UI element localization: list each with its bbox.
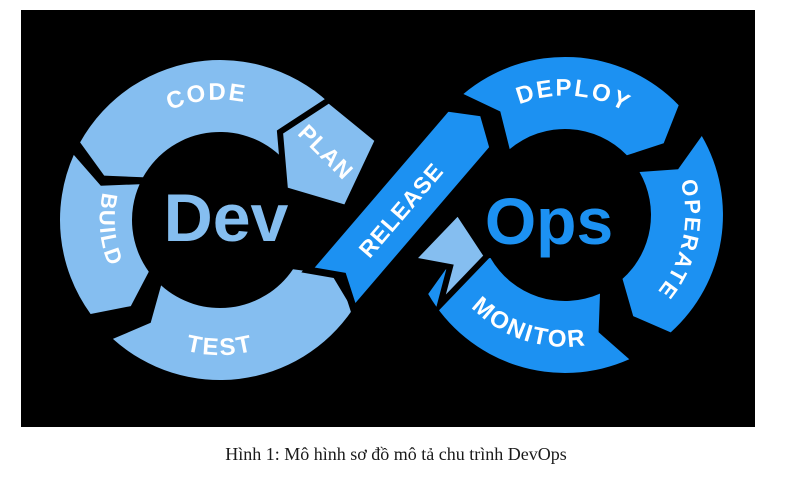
build-segment [60, 154, 149, 314]
test-segment [112, 269, 353, 381]
ops-word: Ops [485, 184, 613, 258]
code-segment [80, 60, 343, 178]
feedback-arrow [405, 207, 491, 316]
diagram-panel: CODE BUILD TEST DEPLOY OPERATE [21, 10, 755, 427]
monitor-segment [428, 258, 630, 373]
figure-caption: Hình 1: Mô hình sơ đồ mô tả chu trình De… [225, 444, 567, 464]
test-label: TEST [184, 330, 255, 361]
dev-word: Dev [164, 180, 289, 256]
devops-infinity-diagram: CODE BUILD TEST DEPLOY OPERATE [60, 56, 723, 381]
deploy-segment [463, 56, 679, 156]
plan-segment [276, 96, 382, 212]
operate-segment [622, 136, 723, 333]
loop-shapes [60, 56, 723, 381]
release-ribbon [301, 104, 497, 318]
